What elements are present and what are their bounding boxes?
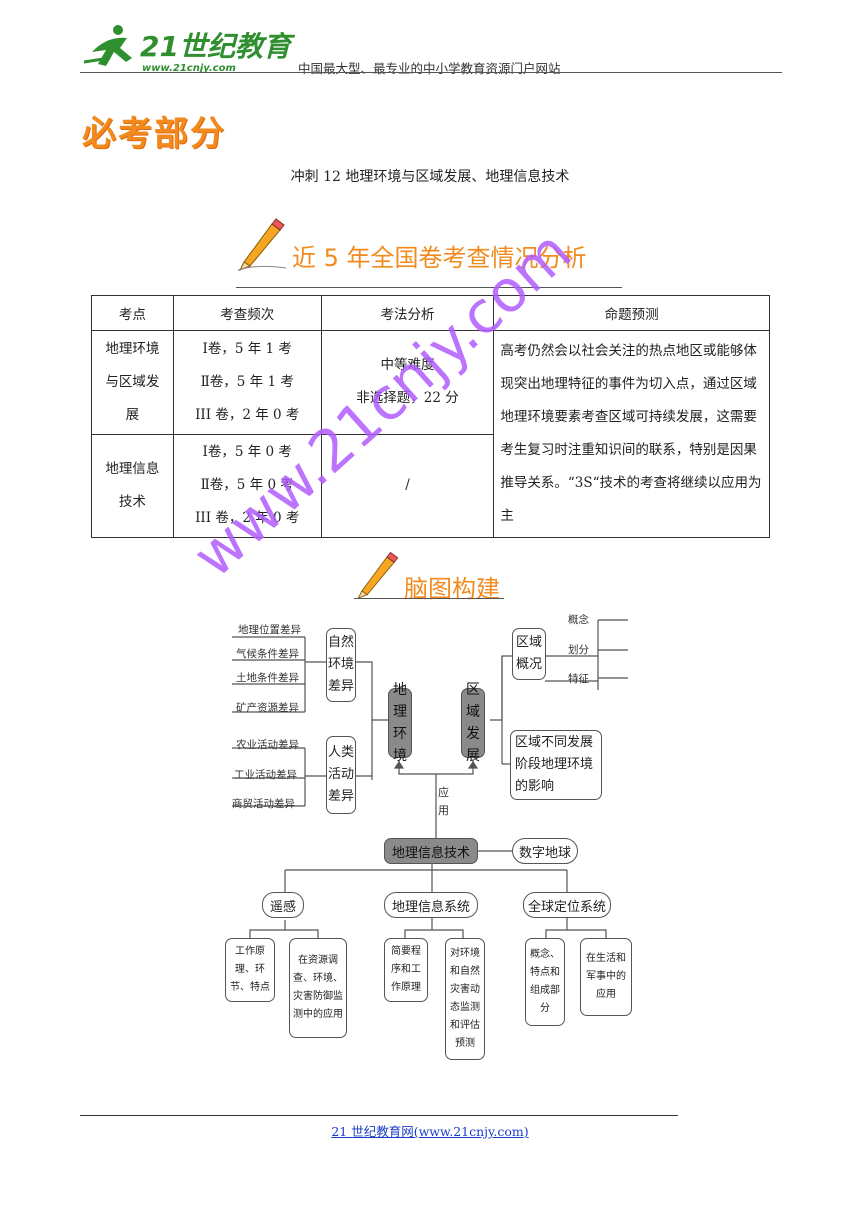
footer-divider (80, 1115, 678, 1116)
frequency-cell: Ⅰ卷，5 年 1 考 Ⅱ卷，5 年 1 考 III 卷，2 年 0 考 (172, 330, 322, 435)
header-divider (80, 72, 782, 73)
freq-line: Ⅱ卷，5 年 1 考 (200, 373, 294, 390)
geo-env-node: 地理环境 (388, 682, 412, 764)
analysis-line: 非选择题，22 分 (356, 390, 459, 407)
factor-label: 土地条件差异 (236, 672, 299, 684)
pencil-icon (357, 551, 399, 600)
section-title: 必考部分 (82, 114, 226, 154)
analysis-cell: / (320, 433, 495, 538)
topic-line: 技术 (118, 493, 146, 510)
freq-line: Ⅰ卷，5 年 1 考 (202, 340, 292, 357)
analysis-cell: 中等难度 非选择题，22 分 (320, 330, 495, 435)
apply-label: 应用 (438, 786, 449, 817)
topic-cell: 地理信息 技术 (91, 433, 174, 538)
gis-application-node: 对环境和自然灾害动态监测和评估预测 (445, 938, 485, 1060)
digital-earth-node: 数字地球 (512, 838, 578, 864)
topic-cell: 地理环境 与区域发 展 (91, 330, 174, 435)
git-node: 地理信息技术 (384, 838, 478, 864)
freq-line: III 卷，2 年 0 考 (195, 406, 300, 423)
gps-concept-node: 概念、特点和组成部分 (525, 938, 565, 1026)
table-row: 地理信息 技术 Ⅰ卷，5 年 0 考 Ⅱ卷，5 年 0 考 III 卷，2 年 … (91, 433, 770, 538)
factor-label: 农业活动差异 (236, 739, 299, 751)
svg-text:www.21cnjy.com: www.21cnjy.com (142, 63, 236, 74)
prediction-cell: 高考仍然会以社会关注的热点地区或能够体现突出地理特征的事件为切入点，通过区域地理… (493, 330, 770, 538)
factor-label: 矿产资源差异 (236, 702, 299, 714)
factor-label: 气候条件差异 (236, 648, 299, 660)
region-dev-node: 区域发展 (461, 682, 485, 764)
header-analysis: 考法分析 (320, 295, 495, 331)
header-prediction: 命题预测 (493, 295, 770, 331)
overview-item: 特征 (568, 673, 589, 685)
site-logo: 21世纪教育 www.21cnjy.com (83, 25, 296, 74)
rs-node: 遥感 (262, 892, 304, 918)
gis-principle-node: 简要程序和工作原理 (384, 938, 428, 1002)
footer-link[interactable]: 21 世纪教育网(www.21cnjy.com) (331, 1124, 529, 1139)
gis-node: 地理信息系统 (384, 892, 478, 918)
freq-line: Ⅰ卷，5 年 0 考 (202, 444, 292, 461)
analysis-line: 中等难度 (380, 357, 435, 374)
natural-env-node: 自然环境差异 (326, 628, 356, 702)
banner-divider (236, 287, 622, 288)
page-subtitle: 冲刺 12 地理环境与区域发展、地理信息技术 (290, 169, 570, 185)
topic-line: 地理信息 (105, 460, 160, 477)
freq-line: Ⅱ卷，5 年 0 考 (200, 477, 294, 494)
factor-label: 工业活动差异 (234, 769, 297, 781)
exam-analysis-table: 考点 考查频次 考法分析 命题预测 地理环境 与区域发 展 Ⅰ卷，5 年 1 考… (91, 295, 770, 538)
overview-item: 概念 (568, 614, 589, 626)
pencil-icon (237, 218, 287, 271)
factor-label: 商贸活动差异 (232, 798, 295, 810)
topic-line: 展 (125, 406, 140, 423)
header-frequency: 考查频次 (172, 295, 322, 331)
gps-application-node: 在生活和军事中的应用 (580, 938, 632, 1016)
factor-label: 地理位置差异 (238, 624, 301, 636)
runner-logo-icon (83, 25, 132, 66)
region-overview-node: 区域概况 (512, 628, 546, 680)
table-header-row: 考点 考查频次 考法分析 命题预测 (91, 295, 770, 331)
rs-application-node: 在资源调查、环境、灾害防御监测中的应用 (289, 938, 347, 1038)
analysis-banner: 近 5 年全国卷考查情况分析 (292, 244, 587, 272)
gps-node: 全球定位系统 (523, 892, 611, 918)
rs-principle-node: 工作原理、环节、特点 (225, 938, 275, 1002)
overview-item: 划分 (568, 644, 589, 656)
freq-line: III 卷，2 年 0 考 (195, 510, 300, 527)
topic-line: 与区域发 (105, 373, 160, 390)
table-row: 地理环境 与区域发 展 Ⅰ卷，5 年 1 考 Ⅱ卷，5 年 1 考 III 卷，… (91, 330, 770, 538)
topic-line: 地理环境 (105, 340, 160, 357)
svg-text:21世纪教育: 21世纪教育 (140, 30, 296, 63)
region-stage-node: 区域不同发展阶段地理环境的影响 (510, 730, 602, 800)
frequency-cell: Ⅰ卷，5 年 0 考 Ⅱ卷，5 年 0 考 III 卷，2 年 0 考 (172, 433, 322, 538)
banner-divider (354, 598, 504, 599)
human-activity-node: 人类活动差异 (326, 736, 356, 814)
